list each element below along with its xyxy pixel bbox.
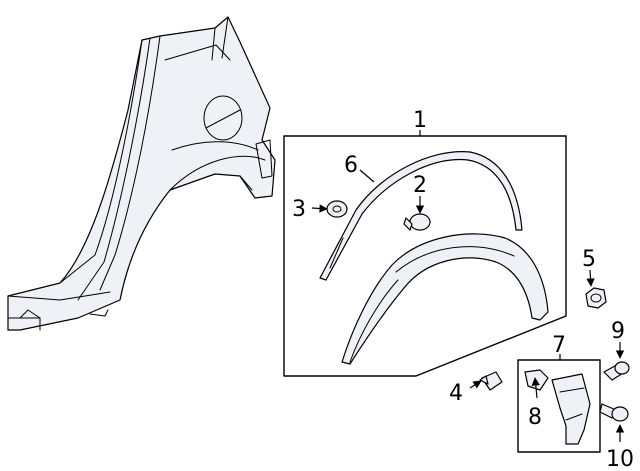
callout-8: 8 [528,405,542,430]
push-pin-part [603,361,630,381]
callout-9: 9 [611,319,625,344]
bracket-part [551,373,591,445]
grommet-part [326,200,348,218]
callout-3: 3 [292,197,306,222]
screw-part [479,371,503,391]
clip-part [403,213,431,231]
callout-7: 7 [552,333,566,358]
callout-10: 10 [606,447,634,471]
callout-5: 5 [582,247,596,272]
callout-4: 4 [449,381,463,406]
callout-1: 1 [413,108,427,133]
subkit-box-outline [517,359,601,453]
wheel-opening-moulding [319,151,523,281]
leader-lines [311,130,625,442]
bolt-part [599,403,629,422]
nut-part [585,287,607,309]
quarter-panel [7,16,276,331]
wheel-opening-flare [341,233,549,365]
kit-box-outline [283,135,567,377]
callout-2: 2 [413,173,427,198]
callout-6: 6 [344,153,358,178]
